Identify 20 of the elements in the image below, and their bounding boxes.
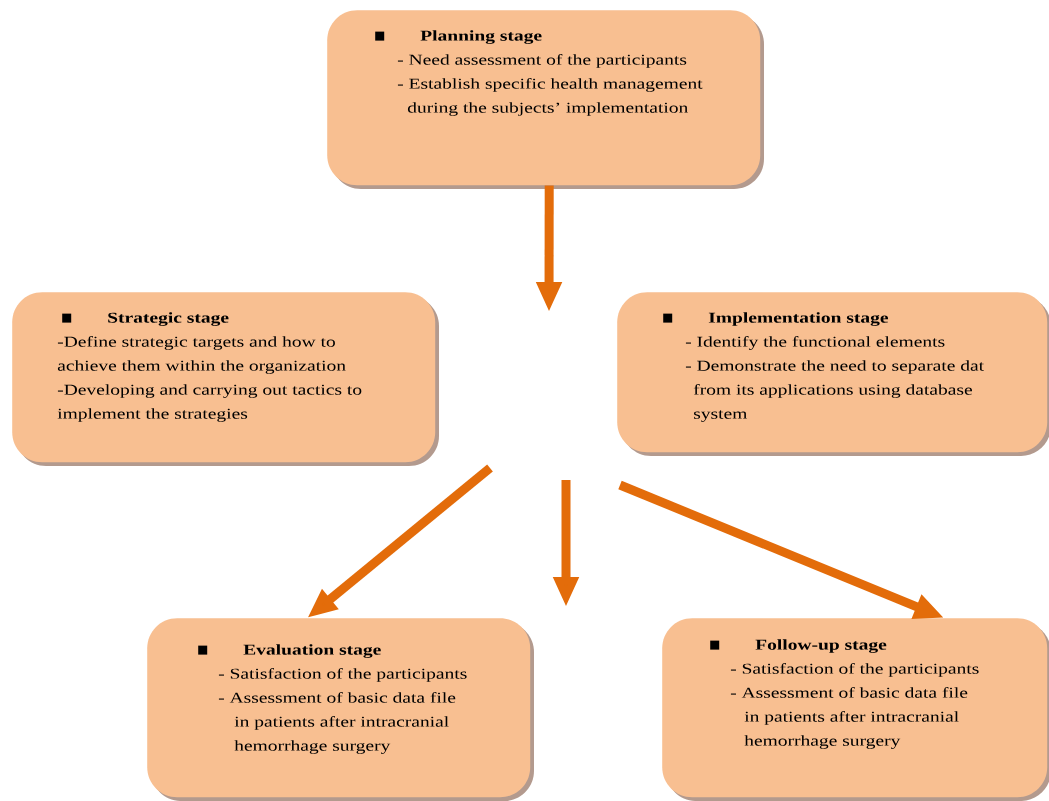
stage-heading: Implementation stage xyxy=(708,312,889,326)
bullet-item: -Define strategic targets and how to achieve them within the organization xyxy=(57,336,346,374)
stage-heading: Evaluation stage xyxy=(243,644,381,658)
bullet-item: - Assessment of basic data file in patients after intracranial hemorrhage surgery xyxy=(218,692,456,754)
bullet-item: - Demonstrate the need to separate dat from its applications using database system xyxy=(685,360,984,422)
bullet-item: - Identify the functional elements xyxy=(685,336,945,350)
stage-box xyxy=(12,292,439,466)
bullet-item: - Establish specific health management during the subjects’ implementation xyxy=(397,78,703,116)
bullet-item: - Assessment of basic data file in patients after intracranial hemorrhage surgery xyxy=(730,687,968,749)
bullet-item: - Need assessment of the participants xyxy=(397,54,687,68)
stage-box xyxy=(617,292,1049,456)
bullet-item: - Satisfaction of the participants xyxy=(218,668,467,682)
stage-heading: Follow-up stage xyxy=(755,639,887,653)
stage-heading: Strategic stage xyxy=(108,312,229,326)
bullet-item: - Satisfaction of the participants xyxy=(730,663,979,677)
bullet-item: -Developing and carrying out tactics to implement the strategies xyxy=(57,384,362,422)
stage-box xyxy=(662,618,1049,801)
stage-box xyxy=(327,10,764,189)
stage-heading: Planning stage xyxy=(420,30,542,44)
stage-box xyxy=(147,618,534,801)
